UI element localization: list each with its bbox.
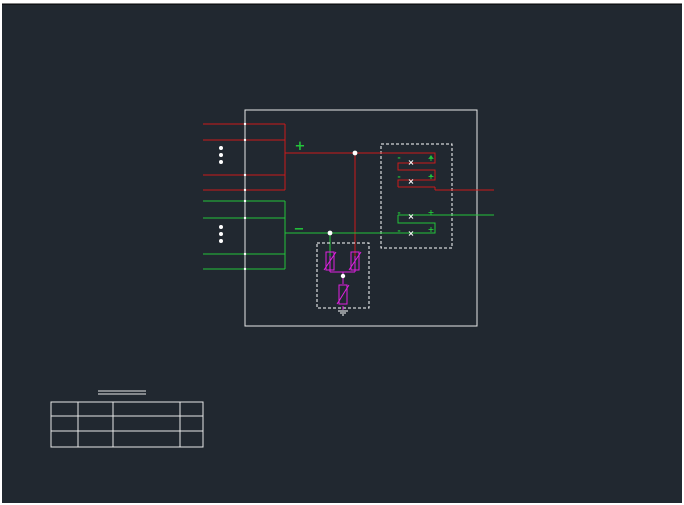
dot-icon — [352, 150, 358, 156]
terminal-minus: - — [397, 208, 400, 217]
dot-icon — [327, 230, 333, 236]
dot-icon — [243, 267, 247, 271]
varistor-body — [338, 284, 348, 305]
dot-icon — [219, 160, 223, 164]
surge-protector[interactable] — [323, 251, 362, 310]
breaker-terminal-labels: - - - - + + + + × × × × — [397, 153, 434, 238]
negative-input-group — [203, 200, 380, 270]
fuse-mark: × — [408, 177, 415, 186]
terminal-minus: - — [397, 226, 400, 235]
dot-icon — [219, 225, 223, 229]
dot-icon — [340, 273, 346, 279]
dot-icon — [219, 153, 223, 157]
dot-icon — [243, 252, 247, 256]
input-terminals — [243, 122, 247, 271]
ground-icon — [338, 310, 348, 316]
dot-icon — [243, 188, 247, 192]
varistor-icon — [323, 251, 337, 271]
dot-icon — [219, 232, 223, 236]
dot-icon — [219, 239, 223, 243]
arrow-up-icon — [429, 155, 433, 158]
varistor-slash — [336, 284, 350, 305]
dot-icon — [243, 199, 247, 203]
cad-canvas[interactable] — [2, 4, 682, 503]
negative-breaker-path — [380, 214, 436, 234]
varistor-icon — [348, 251, 362, 271]
dot-icon — [243, 216, 247, 220]
title-table — [50, 401, 204, 448]
varistor-slash — [323, 251, 337, 271]
fuse-mark: × — [408, 229, 415, 238]
dot-icon — [219, 146, 223, 150]
varistor-slash — [348, 251, 362, 271]
negative-breaker[interactable] — [380, 214, 494, 234]
terminal-minus: - — [397, 172, 400, 181]
breaker-box[interactable] — [380, 143, 453, 249]
terminal-plus: + — [428, 208, 435, 217]
terminal-minus: - — [397, 153, 400, 162]
terminal-plus: + — [428, 225, 435, 234]
dot-icon — [243, 122, 247, 126]
more-inputs-ellipsis — [219, 146, 223, 243]
varistor-icon — [336, 284, 350, 305]
fuse-mark: × — [408, 212, 415, 221]
arrow-up-icon — [429, 174, 433, 177]
positive-breaker-path — [380, 152, 436, 187]
positive-symbol: + — [295, 139, 306, 154]
positive-input-group — [203, 123, 380, 256]
terminal-plus: + — [428, 154, 435, 163]
positive-breaker[interactable] — [380, 152, 494, 191]
varistor-body — [350, 251, 360, 271]
dot-icon — [243, 173, 247, 177]
fuse-mark: × — [408, 158, 415, 167]
dot-icon — [243, 138, 247, 142]
negative-symbol: − — [294, 222, 305, 237]
title-block[interactable] — [50, 390, 204, 448]
varistor-body — [325, 251, 335, 271]
breaker-arrows — [429, 155, 433, 177]
